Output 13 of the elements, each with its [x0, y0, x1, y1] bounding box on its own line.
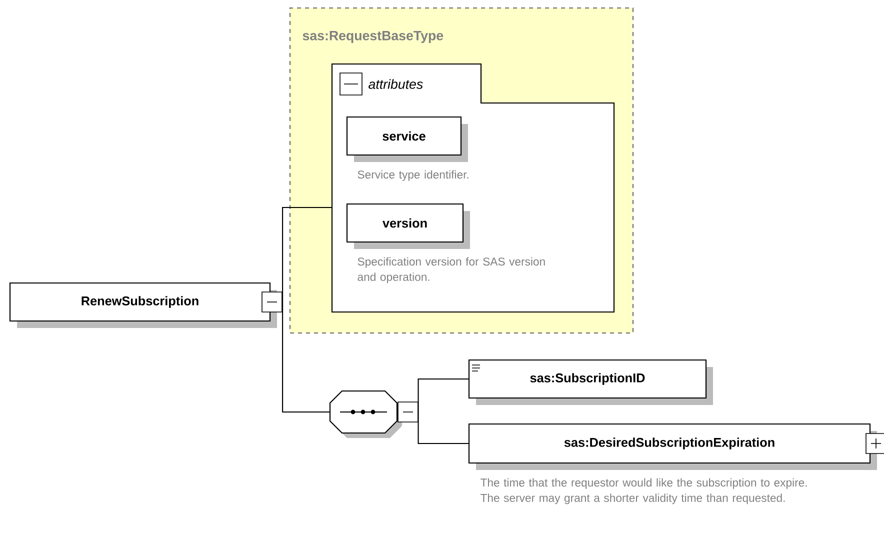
connector-line	[418, 378, 468, 412]
element-box: RenewSubscription	[9, 282, 282, 328]
sequence-symbol	[329, 390, 418, 438]
description: Specification version for SAS version and operation.	[358, 257, 545, 284]
description: Service type identifier.	[358, 170, 468, 181]
connector-line	[282, 206, 332, 302]
connector-line	[282, 302, 330, 413]
connector-line	[418, 412, 468, 444]
element-box: sas:DesiredSubscriptionExpiration	[468, 423, 884, 470]
description: The time that the requestor would like the subscription to expire. The server may grant a shorter validity time than requested.	[480, 478, 807, 504]
element-box: version	[346, 203, 470, 249]
element-box: service	[346, 116, 468, 162]
element-box: sas:SubscriptionID	[468, 359, 713, 405]
